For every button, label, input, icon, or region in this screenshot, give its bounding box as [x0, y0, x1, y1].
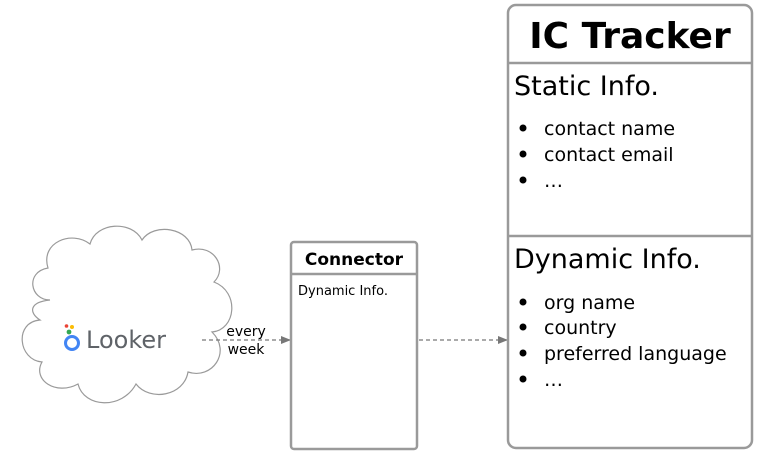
list-item: org name — [544, 292, 635, 314]
ic-tracker-title: IC Tracker — [529, 16, 731, 57]
list-item: contact name — [544, 118, 675, 140]
looker-logo-text: Looker — [86, 326, 166, 354]
bullet-icon — [519, 150, 527, 158]
dynamic-info-heading: Dynamic Info. — [514, 244, 701, 275]
static-info-heading: Static Info. — [514, 71, 659, 102]
edge-label-every: every — [226, 324, 266, 340]
static-info-list: contact name contact email … — [519, 118, 675, 192]
connector-box: Connector Dynamic Info. — [289, 240, 419, 451]
list-item: country — [544, 317, 617, 339]
list-item: preferred language — [544, 343, 727, 365]
list-item: … — [544, 170, 563, 192]
looker-logo-icon — [64, 324, 80, 351]
bullet-icon — [519, 298, 527, 306]
edge-label-week: week — [228, 342, 266, 358]
connector-title: Connector — [305, 250, 404, 270]
dynamic-info-list: org name country preferred language … — [519, 292, 727, 391]
list-item: … — [544, 369, 563, 391]
bullet-icon — [519, 124, 527, 132]
bullet-icon — [519, 375, 527, 383]
cloud-shape — [21, 225, 233, 404]
bullet-icon — [519, 323, 527, 331]
looker-cloud: Looker — [21, 225, 233, 404]
bullet-icon — [519, 349, 527, 357]
ic-tracker-box: IC Tracker Static Info. contact name con… — [506, 3, 754, 450]
list-item: contact email — [544, 144, 674, 166]
bullet-icon — [519, 176, 527, 184]
connector-content: Dynamic Info. — [298, 284, 388, 299]
